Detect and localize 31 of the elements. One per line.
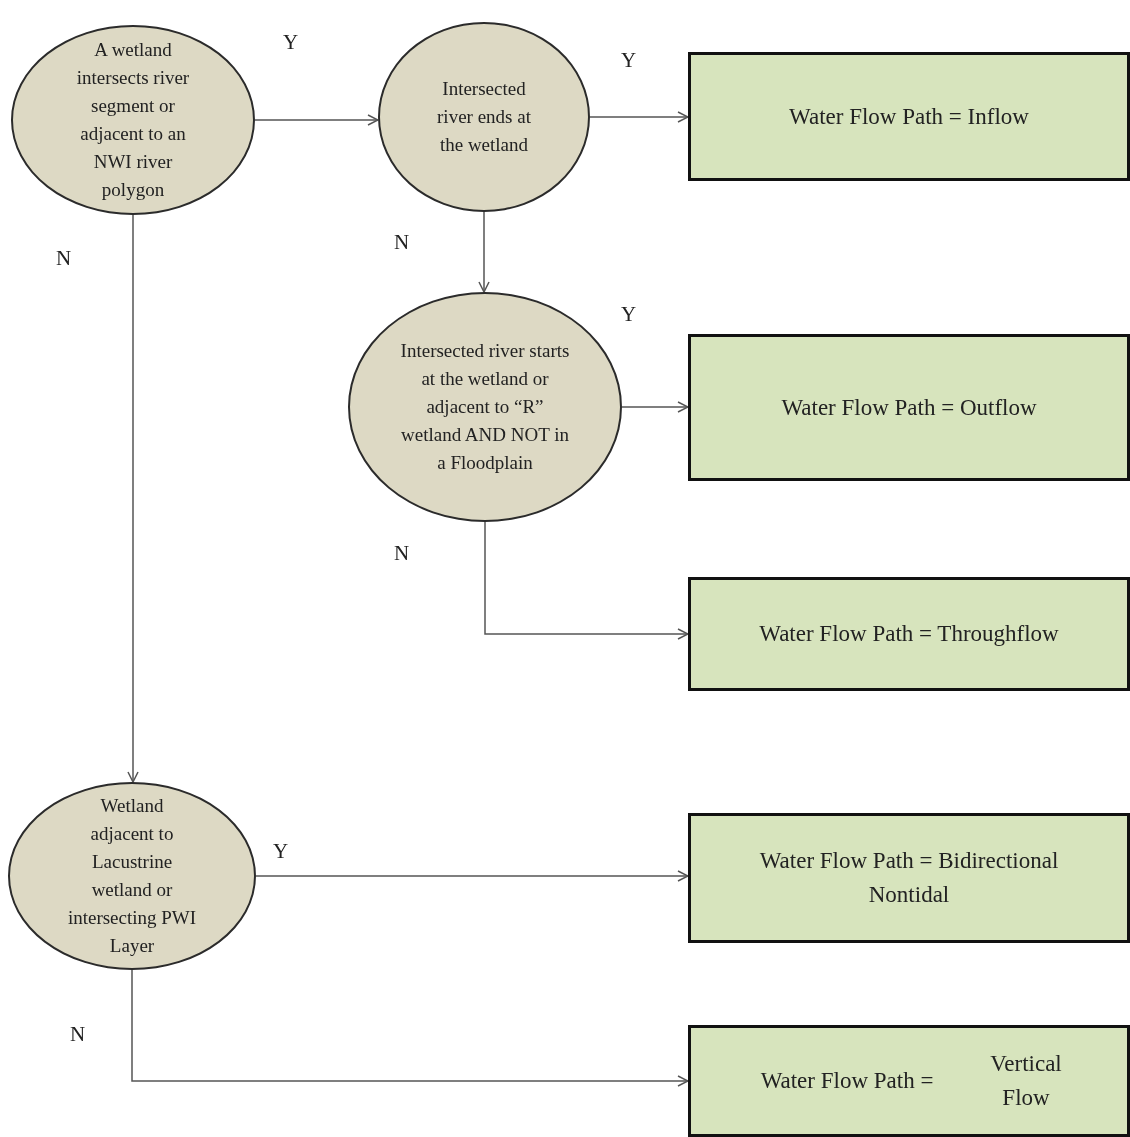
result-box bbox=[688, 52, 1130, 181]
arrow bbox=[255, 870, 689, 882]
edge-label: N bbox=[394, 230, 410, 255]
result-box bbox=[688, 1025, 1130, 1137]
arrow bbox=[589, 111, 689, 123]
edge-label: N bbox=[56, 246, 72, 271]
edge-label: Y bbox=[621, 48, 637, 73]
node-text: Wetland adjacent to Lacustrine wetland or intersecting PWI Layer bbox=[67, 794, 197, 958]
arrow bbox=[127, 214, 139, 783]
edge-label: N bbox=[394, 541, 410, 566]
edge-label: N bbox=[70, 1022, 86, 1047]
result-box bbox=[688, 577, 1130, 691]
node-text: Vertical Flow bbox=[989, 1050, 1063, 1112]
edge-label: Y bbox=[273, 839, 289, 864]
node-text: A wetland intersects river segment or adjacent to an NWI river polygon bbox=[75, 38, 191, 202]
edge-label: Y bbox=[283, 30, 299, 55]
arrow bbox=[484, 521, 689, 640]
arrow bbox=[254, 114, 379, 126]
node-text: Water Flow Path = Inflow bbox=[788, 102, 1030, 131]
node-text: Intersected river starts at the wetland or adjacent to “R” wetland AND NOT in a Floodplain bbox=[400, 339, 570, 475]
arrow bbox=[131, 969, 689, 1087]
result-box bbox=[688, 334, 1130, 481]
arrow bbox=[621, 401, 689, 413]
node-text: Water Flow Path = Throughflow bbox=[758, 620, 1060, 648]
result-box bbox=[688, 813, 1130, 943]
edge-label: Y bbox=[621, 302, 637, 327]
arrow bbox=[478, 211, 490, 293]
node-text: Water Flow Path = bbox=[759, 1067, 935, 1095]
node-text: Intersected river ends at the wetland bbox=[436, 77, 532, 157]
node-text: Water Flow Path = Outflow bbox=[780, 393, 1038, 422]
node-text: Water Flow Path = Bidirectional Nontidal bbox=[758, 847, 1060, 909]
